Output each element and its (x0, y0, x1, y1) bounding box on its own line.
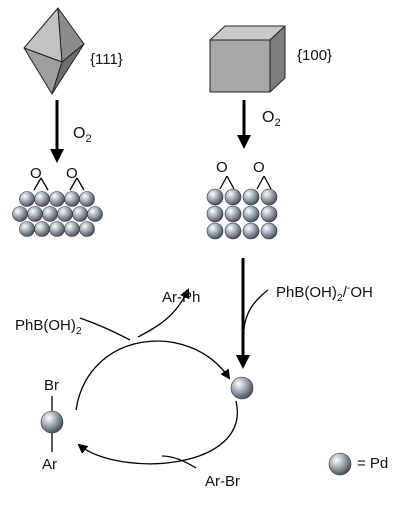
oxygen-atom-2: O (66, 165, 78, 182)
complex-br-label: Br (44, 377, 59, 394)
product-label: Ar-Ph (162, 289, 201, 306)
cube-icon (209, 25, 286, 93)
oxidant-left-label: O2 (73, 125, 92, 145)
oxidant-right-label: O2 (262, 109, 281, 129)
complex-ar-label: Ar (42, 456, 57, 473)
oxygen-atom-3: O (216, 159, 228, 176)
octahedron-icon (23, 7, 85, 95)
reagent-left-curve (79, 317, 131, 341)
reagent-left-label: PhB(OH)2 (15, 317, 82, 337)
oxygen-atom-4: O (253, 159, 265, 176)
pd-cluster-100 (206, 175, 278, 240)
oxidative-addition-arc (77, 400, 238, 465)
label-100: {100} (297, 47, 333, 64)
substrate-label: Ar-Br (205, 473, 240, 490)
pd-cluster-111 (12, 177, 103, 237)
label-111: {111} (90, 51, 123, 68)
oxygen-atom-1: O (30, 165, 42, 182)
product-release-arrow (137, 288, 190, 338)
legend-label: = Pd (357, 455, 389, 472)
pd-atom-complex (40, 410, 64, 434)
reagent-right-label: PhB(OH)2/-OH (276, 282, 373, 304)
substrate-curve (161, 455, 197, 469)
adsorbed-oxygen-left (33, 177, 85, 191)
legend-pd-atom (328, 452, 352, 476)
pd-atom-center (230, 376, 254, 400)
transmetalation-arc (75, 340, 231, 411)
adsorbed-oxygen-right (219, 175, 272, 190)
reagent-right-curve (243, 289, 269, 331)
